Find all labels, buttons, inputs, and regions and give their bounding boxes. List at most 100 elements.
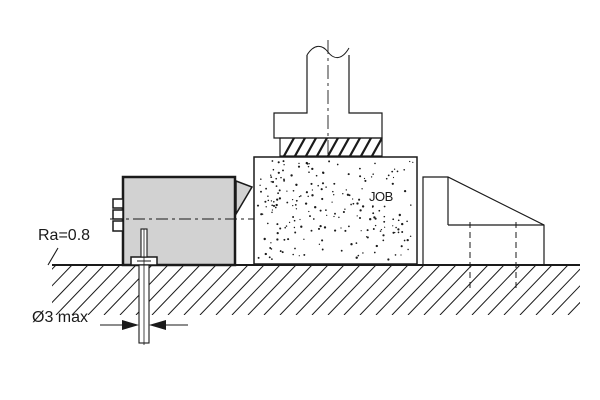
speckle-dot (272, 204, 276, 207)
speckle-dot (270, 181, 272, 183)
hatch-line (295, 265, 345, 315)
speckle-dot (357, 254, 360, 257)
hatch-line (52, 265, 73, 287)
hatch-line (359, 265, 409, 315)
hatch-line (52, 265, 89, 304)
speckle-dot (279, 227, 282, 230)
hatch-line (279, 265, 329, 315)
speckle-dot (325, 209, 327, 211)
speckle-dot (373, 251, 376, 254)
speckle-dot (271, 204, 274, 207)
speckle-dot (284, 226, 286, 229)
speckle-dot (350, 203, 352, 206)
speckle-dot (298, 255, 300, 257)
speckle-dot (297, 165, 301, 168)
speckle-dot (321, 182, 325, 185)
speckle-dot (268, 256, 271, 259)
speckle-dot (282, 169, 284, 172)
speckle-dot (370, 176, 373, 178)
speckle-dot (340, 249, 343, 252)
hatch-line (439, 265, 489, 315)
speckle-dot (387, 174, 390, 177)
speckle-dot (311, 167, 314, 171)
speckle-dot (303, 238, 305, 240)
speckle-dot (392, 225, 394, 227)
hatch-line (87, 265, 137, 315)
hatch-line (55, 265, 105, 315)
sensor-tip (235, 179, 254, 217)
speckle-dot (267, 195, 269, 197)
speckle-dot (322, 171, 324, 174)
cable-gland-top (112, 198, 124, 209)
speckle-dot (317, 184, 319, 187)
speckle-dot (275, 185, 278, 187)
speckle-dot (273, 201, 275, 203)
roughness-leader (47, 247, 59, 266)
hatch-line (567, 301, 580, 315)
speckle-dot (285, 225, 288, 227)
speckle-dot (344, 208, 346, 210)
speckle-dot (304, 202, 308, 205)
speckle-dot (406, 220, 408, 223)
speckle-dot (317, 227, 321, 230)
hatch-line (183, 265, 233, 315)
speckle-dot (344, 229, 347, 232)
speckle-dot (392, 176, 395, 179)
speckle-dot (385, 177, 388, 180)
speckle-dot (374, 224, 377, 227)
speckle-dot (366, 229, 369, 232)
spindle (273, 40, 383, 160)
speckle-dot (277, 161, 280, 164)
speckle-dot (282, 160, 285, 163)
diameter-arrow-right (149, 320, 166, 330)
speckle-dot (270, 176, 273, 178)
speckle-dot (283, 164, 285, 166)
speckle-dot (348, 225, 350, 228)
speckle-dot (326, 214, 328, 217)
speckle-dot (355, 256, 358, 259)
roughness-label: Ra=0.8 (38, 227, 90, 244)
workpiece-texture (256, 160, 414, 261)
speckle-dot (336, 163, 339, 166)
speckle-dot (378, 209, 381, 212)
speckle-dot (264, 252, 267, 256)
speckle-dot (321, 248, 324, 251)
speckle-dot (398, 213, 401, 217)
speckle-dot (360, 230, 362, 232)
diameter-dimension: Ø3 max (32, 309, 188, 330)
speckle-dot (358, 216, 362, 220)
speckle-dot (383, 215, 386, 218)
speckle-dot (334, 229, 337, 232)
speckle-dot (364, 179, 367, 182)
hatch-line (151, 265, 201, 315)
speckle-dot (264, 200, 267, 203)
speckle-dot (400, 254, 402, 256)
hatch-line (503, 265, 553, 315)
speckle-dot (276, 238, 279, 241)
speckle-dot (342, 193, 344, 195)
hatch-line (71, 265, 121, 315)
cutter-tooth (327, 138, 339, 156)
speckle-dot (286, 190, 288, 192)
speckle-dot (401, 231, 404, 233)
hatch-line (375, 265, 425, 315)
stop-block (422, 176, 545, 290)
speckle-dot (375, 244, 378, 248)
speckle-dot (263, 237, 266, 241)
hatch-line (584, 265, 600, 315)
cutter-tooth (316, 138, 328, 156)
speckle-dot (278, 197, 282, 200)
cutter-tooth (294, 138, 306, 156)
speckle-dot (372, 228, 375, 230)
speckle-dot (397, 231, 400, 234)
speckle-dot (290, 174, 293, 177)
speckle-dot (257, 256, 260, 259)
speckle-dot (409, 235, 412, 238)
cutter-tooth-lines (283, 138, 382, 156)
speckle-dot (279, 250, 282, 253)
speckle-dot (371, 206, 374, 208)
speckle-dot (275, 177, 278, 180)
speckle-dot (318, 243, 321, 245)
speckle-dot (391, 182, 394, 185)
